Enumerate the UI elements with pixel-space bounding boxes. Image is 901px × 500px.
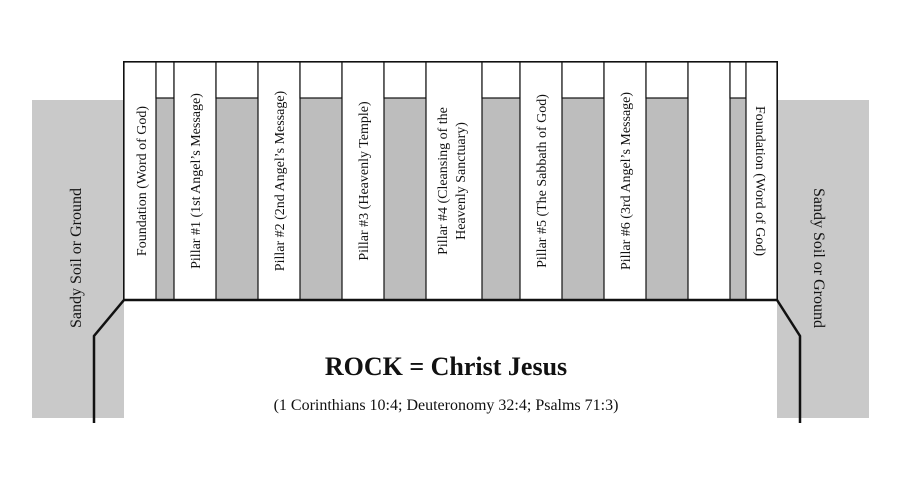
rock-title: ROCK = Christ Jesus — [325, 352, 567, 381]
column-label-pillar-5: Pillar #5 (The Sabbath of God) — [535, 94, 550, 268]
column-spacer-f — [561, 61, 605, 99]
column-spacer-b — [215, 61, 259, 99]
rock-references: (1 Corinthians 10:4; Deuteronomy 32:4; P… — [274, 397, 619, 414]
column-label-pillar-2: Pillar #2 (2nd Angel’s Message) — [273, 90, 288, 271]
column-spacer-i — [729, 61, 747, 99]
column-label-pillar-6: Pillar #6 (3rd Angel’s Message) — [619, 92, 634, 270]
column-spacer-h — [687, 61, 731, 301]
column-spacer-e — [481, 61, 521, 99]
column-foundation-left — [123, 61, 157, 301]
column-spacer-c — [299, 61, 343, 99]
column-pillar-4 — [425, 61, 483, 301]
right-soil-label: Sandy Soil or Ground — [810, 188, 827, 328]
column-spacer-a — [155, 61, 175, 99]
column-label-pillar-3: Pillar #3 (Heavenly Temple) — [357, 101, 372, 261]
column-label-foundation-right: Foundation (Word of God) — [752, 106, 767, 256]
column-foundation-right — [745, 61, 778, 301]
column-label-pillar-1: Pillar #1 (1st Angel’s Message) — [189, 93, 204, 269]
right-soil-block — [777, 100, 869, 418]
left-soil-label: Sandy Soil or Ground — [68, 188, 85, 328]
column-label-pillar-4-line2: Heavenly Sanctuary) — [454, 122, 469, 240]
pillar-columns — [123, 61, 778, 301]
column-pillar-5 — [519, 61, 563, 301]
column-spacer-d — [383, 61, 427, 99]
column-label-foundation-left: Foundation (Word of God) — [135, 106, 150, 256]
column-pillar-6 — [603, 61, 647, 301]
column-label-pillar-4-line1: Pillar #4 (Cleansing of the — [436, 107, 451, 255]
rock-outline — [92, 298, 802, 423]
column-pillar-3 — [341, 61, 385, 301]
column-spacer-g — [645, 61, 689, 99]
left-soil-block — [32, 100, 124, 418]
